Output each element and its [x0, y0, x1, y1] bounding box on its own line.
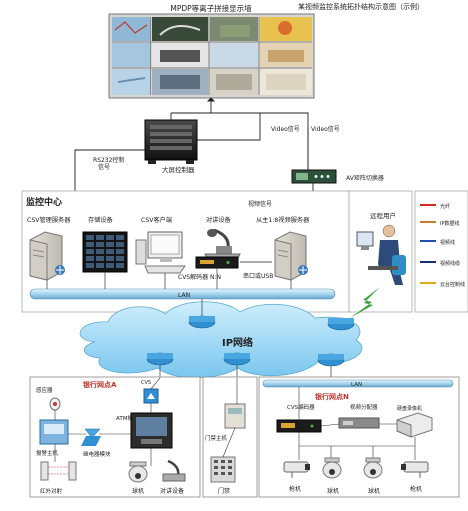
device-label-video-server: 从主1:8视频服务器	[256, 216, 310, 224]
switch-icon-3	[146, 352, 174, 366]
controller-label: 大屏控制器	[162, 165, 195, 174]
branch-n-wiring	[298, 387, 416, 460]
dome-camera-icon-1	[322, 457, 342, 479]
branch-a-wiring	[54, 377, 161, 466]
av-matrix-switcher	[291, 169, 337, 184]
video-signal-label-2: Video信号	[311, 125, 340, 133]
video-distributor-icon	[338, 417, 380, 429]
video-server-icon	[274, 231, 308, 281]
switch-icon-2	[327, 317, 355, 331]
dome-camera-icon-2	[363, 457, 383, 479]
monitor-center-title: 监控中心	[26, 196, 62, 208]
access-wiring	[222, 378, 238, 458]
legend-label-4: 云台控制线	[440, 281, 465, 288]
alarm-host-icon	[39, 419, 69, 445]
branch-n-box	[258, 376, 460, 498]
rs232-label-1: RS232控制	[93, 156, 124, 164]
video-signal-label-1: Video信号	[271, 125, 300, 133]
device-label-storage: 存储设备	[88, 216, 114, 224]
wireless-link-icon	[350, 287, 380, 318]
keypad-icon	[210, 456, 236, 483]
cvs-decoder-icon	[195, 256, 239, 269]
lan-drops	[46, 268, 292, 289]
intercom-icon-a	[162, 459, 186, 482]
switch-icon-1	[188, 315, 216, 329]
legend: 光纤 IP数据线 视频线 视频线缆 云台控制线	[414, 190, 468, 313]
storage-device-icon	[82, 231, 128, 273]
access-host-icon	[224, 403, 246, 429]
lan-bar	[29, 288, 336, 300]
rs232-label-2: 信号	[98, 163, 110, 171]
switch-icon-4	[223, 352, 251, 366]
detector-icon	[49, 397, 61, 411]
serial-label: 串口或USB	[243, 272, 273, 280]
gun-camera-icon-1	[283, 461, 310, 478]
legend-label-0: 光纤	[440, 203, 450, 210]
branch-a-cvs: CVS	[141, 380, 151, 386]
branch-a-detector: 感应器	[36, 386, 53, 394]
branch-a-atm: ATM机	[116, 414, 133, 422]
branch-a-alarm-host: 报警主机	[36, 449, 59, 457]
video-signal-label: 视频信号	[248, 200, 272, 208]
branch-a-camera: 球机	[132, 487, 144, 495]
branch-a-infrared: 红外对射	[40, 487, 63, 495]
atm-icon	[130, 412, 173, 449]
legend-label-1: IP数据线	[440, 220, 460, 227]
remote-user-icon	[356, 224, 406, 285]
branch-n-title: 银行网点N	[315, 392, 349, 401]
access-host-label: 门禁主机	[205, 434, 228, 442]
av-matrix-label: AV矩阵切换器	[346, 174, 384, 182]
branch-n-distributor-label: 视频分配器	[350, 403, 378, 411]
cvs-encoder-icon	[143, 388, 159, 404]
device-label-csv-server: CSV管理服务器	[27, 216, 71, 224]
branch-n-ball2-label: 球机	[368, 487, 380, 495]
screen-controller	[144, 119, 198, 164]
relay-module-icon	[81, 428, 101, 446]
infrared-beam-icon	[40, 461, 77, 481]
branch-n-lan-bar	[262, 379, 454, 388]
switch-icon-5	[317, 353, 345, 367]
branch-a-intercom: 对讲设备	[160, 487, 184, 495]
branch-n-gun2-label: 枪机	[410, 485, 422, 493]
legend-label-3: 视频线缆	[440, 260, 460, 267]
decoder-label: CVS解码器 N:N	[178, 273, 221, 281]
access-label: 门禁	[218, 487, 230, 495]
branch-n-gun1-label: 枪机	[289, 485, 301, 493]
branch-drops	[159, 365, 332, 378]
lan-label: LAN	[178, 292, 190, 299]
video-wall: MPDP等离子拼接显示墙	[108, 3, 315, 99]
remote-user-label: 远程用户	[370, 211, 396, 220]
branch-n-dvr-label: 硬盘录像机	[397, 405, 422, 412]
branch-a-title: 银行网点A	[83, 380, 117, 389]
gun-camera-icon-2	[401, 461, 429, 478]
dvr-icon	[396, 412, 433, 438]
branch-n-encoder-label: CVS编码器	[287, 403, 315, 411]
device-label-intercom: 对讲设备	[206, 216, 232, 224]
branch-n-ball1-label: 球机	[327, 487, 339, 495]
faded-caption: 某视频监控系统拓扑结构示意图（示例）	[298, 2, 424, 11]
csv-client-icon	[135, 231, 186, 274]
csv-server-icon	[29, 231, 65, 281]
dome-camera-icon-a	[128, 461, 148, 483]
branch-n-lan-label: LAN	[351, 382, 362, 388]
legend-label-2: 视频线	[440, 239, 455, 246]
network-switches	[146, 315, 355, 367]
branch-a-relay: 继电器模块	[83, 450, 111, 458]
branch-n-encoder-icon	[276, 419, 322, 433]
device-label-csv-client: CSV客户端	[141, 216, 172, 224]
video-wall-title: MPDP等离子拼接显示墙	[170, 3, 252, 13]
ip-network-label: IP网络	[222, 336, 253, 349]
